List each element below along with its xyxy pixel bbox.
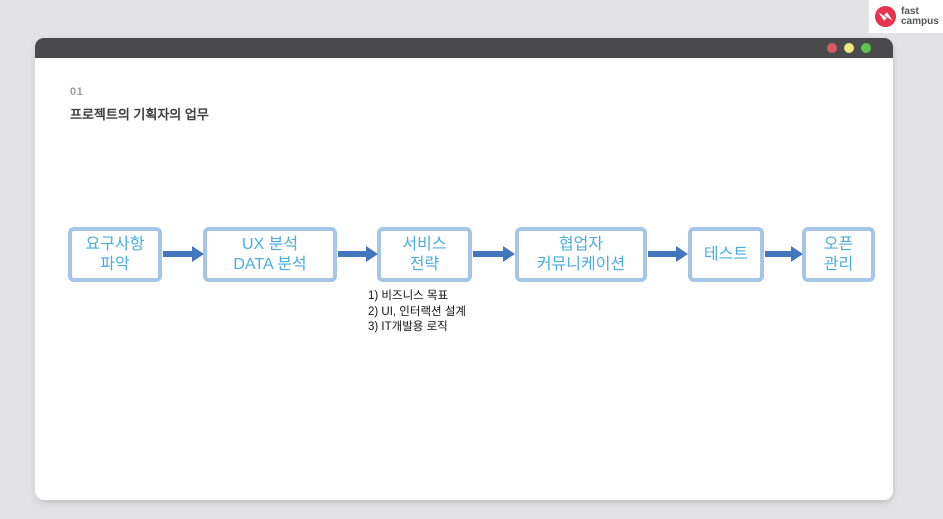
close-button[interactable]: [827, 43, 837, 53]
flow-step-label: 오픈 관리: [823, 235, 854, 273]
slide-number: 01: [70, 86, 84, 98]
note-line: 3) IT개발용 로직: [368, 321, 448, 333]
arrow-right-icon: [338, 246, 378, 262]
arrow-right-icon: [163, 246, 204, 262]
minimize-button[interactable]: [844, 43, 854, 53]
arrow-right-icon: [765, 246, 803, 262]
logo-text-line2: campus: [901, 15, 939, 27]
flow-step-ux-data-analysis: UX 분석 DATA 분석: [203, 227, 337, 282]
flow-step-collaboration: 협업자 커뮤니케이션: [515, 227, 647, 282]
note-line: 2) UI, 인터랙션 설계: [368, 305, 466, 318]
arrow-right-icon: [473, 246, 515, 262]
window-controls: [827, 43, 871, 53]
fastcampus-logo-icon: [874, 5, 897, 28]
flow-step-service-strategy: 서비스 전략: [377, 227, 472, 282]
flow-step-open-manage: 오픈 관리: [802, 227, 875, 282]
flow-step-label: 협업자 커뮤니케이션: [536, 235, 626, 273]
fastcampus-logo: fast campus: [869, 0, 943, 33]
window-titlebar: [35, 38, 893, 58]
arrow-right-icon: [648, 246, 688, 262]
flow-step-requirements: 요구사항 파악: [68, 227, 162, 282]
maximize-button[interactable]: [861, 43, 871, 53]
page-title: 프로젝트의 기획자의 업무: [70, 107, 209, 122]
logo-text-line1: fast: [901, 5, 919, 17]
flow-step-test: 테스트: [688, 227, 764, 282]
flow-step-label: 테스트: [703, 245, 749, 263]
flow-step-label: 서비스 전략: [402, 235, 447, 273]
flow-step-label: UX 분석 DATA 분석: [233, 235, 307, 273]
fastcampus-logo-text: fast campus: [901, 5, 939, 27]
strategy-notes: 1) 비즈니스 목표 2) UI, 인터랙션 설계 3) IT개발용 로직: [368, 289, 466, 336]
note-line: 1) 비즈니스 목표: [368, 290, 449, 302]
flow-step-label: 요구사항 파악: [85, 235, 145, 273]
